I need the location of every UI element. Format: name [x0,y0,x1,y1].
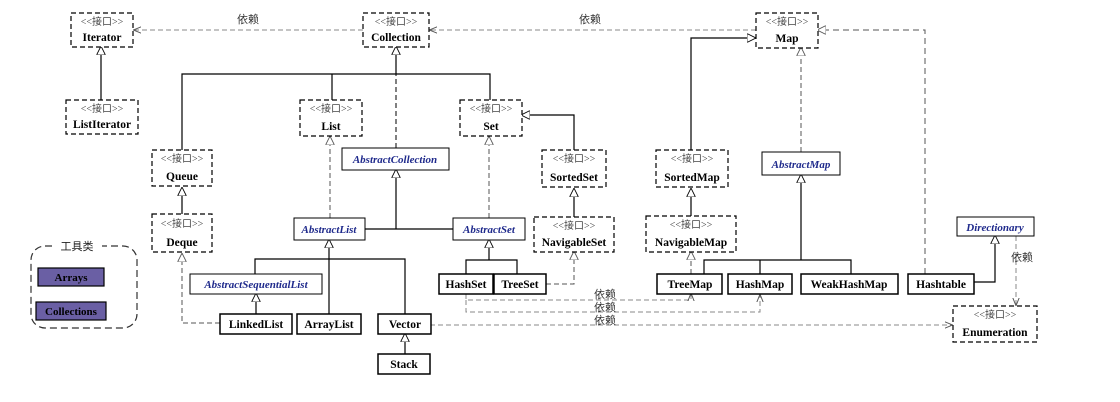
tool-label: Collections [45,306,98,318]
node-abstract-sequential-list[interactable]: AbstractSequentialList [189,273,323,295]
node-label: List [321,121,340,133]
node-label: Queue [166,171,198,183]
node-queue[interactable]: <<接口>> Queue [151,149,213,187]
node-label: AbstractSet [462,224,516,236]
node-label: WeakHashMap [811,279,888,291]
tool-collections[interactable]: Collections [35,301,107,321]
node-label: SortedSet [550,172,598,184]
node-enumeration[interactable]: <<接口>> Enumeration [952,305,1038,343]
node-hashtable[interactable]: Hashtable [907,273,975,295]
node-label: Collection [371,32,421,44]
stereotype-text: <<接口>> [766,15,809,28]
node-dictionary[interactable]: Directionary [956,216,1035,237]
stereotype-text: <<接口>> [375,15,418,28]
edges [101,30,1016,354]
node-collection[interactable]: <<接口>> Collection [362,12,430,48]
stereotype-text: <<接口>> [161,217,204,230]
stereotype-text: <<接口>> [310,102,353,115]
node-array-list[interactable]: ArrayList [296,313,362,335]
node-stack[interactable]: Stack [377,353,431,375]
node-label: ListIterator [73,119,131,131]
node-label: Deque [166,237,197,249]
node-iterator[interactable]: <<接口>> Iterator [70,12,134,48]
node-label: LinkedList [229,319,283,331]
stereotype-text: <<接口>> [553,152,596,165]
tools-title: 工具类 [61,239,94,253]
node-label: Stack [390,359,418,371]
stereotype-text: <<接口>> [670,218,713,231]
node-label: TreeMap [668,279,713,291]
node-label: TreeSet [501,279,538,291]
dep-label-map: 依赖 [579,13,601,26]
node-label: ArrayList [304,319,353,331]
tool-arrays[interactable]: Arrays [37,267,105,287]
node-label: AbstractCollection [352,154,437,166]
node-label: HashMap [736,279,785,291]
node-label: NavigableSet [542,237,607,249]
node-label: AbstractSequentialList [203,279,308,291]
node-abstract-collection[interactable]: AbstractCollection [341,147,450,171]
node-label: Map [776,33,799,45]
dep-label-iterator: 依赖 [237,13,259,26]
node-label: Enumeration [962,327,1028,339]
node-set[interactable]: <<接口>> Set [459,99,523,137]
node-navigable-map[interactable]: <<接口>> NavigableMap [645,215,737,253]
node-label: Directionary [965,222,1024,234]
node-linked-list[interactable]: LinkedList [219,313,293,335]
stereotype-text: <<接口>> [974,308,1017,321]
node-label: Set [483,121,499,133]
node-hash-set[interactable]: HashSet [438,273,494,295]
node-vector[interactable]: Vector [377,313,432,335]
node-tree-set[interactable]: TreeSet [493,273,547,295]
node-label: NavigableMap [655,237,727,249]
node-list-iterator[interactable]: <<接口>> ListIterator [65,99,139,135]
tool-label: Arrays [55,272,89,284]
dependency-labels: 依赖 依赖 依赖 依赖 依赖 依赖 [237,13,1033,327]
tools-section: 工具类 Arrays Collections [30,239,138,329]
node-map[interactable]: <<接口>> Map [755,12,819,49]
stereotype-text: <<接口>> [81,102,124,115]
node-sorted-set[interactable]: <<接口>> SortedSet [541,149,607,188]
dep-label-enumeration: 依赖 [594,314,616,327]
node-label: Vector [389,319,421,331]
node-label: AbstractList [300,224,357,236]
node-deque[interactable]: <<接口>> Deque [151,213,213,253]
dep-label-hashmap: 依赖 [594,301,616,314]
node-abstract-set[interactable]: AbstractSet [452,217,526,241]
node-list[interactable]: <<接口>> List [299,99,363,137]
stereotype-text: <<接口>> [671,152,714,165]
node-label: SortedMap [664,172,720,184]
node-sorted-map[interactable]: <<接口>> SortedMap [655,149,729,188]
dep-label-dictionary: 依赖 [1011,251,1033,264]
node-tree-map[interactable]: TreeMap [656,273,723,295]
node-label: Iterator [83,32,122,44]
node-weak-hash-map[interactable]: WeakHashMap [800,273,899,295]
class-nodes: HashSet TreeSet LinkedList ArrayList Vec… [219,273,975,375]
stereotype-text: <<接口>> [553,219,596,232]
node-label: AbstractMap [771,159,831,171]
node-label: HashSet [446,279,487,291]
node-navigable-set[interactable]: <<接口>> NavigableSet [533,216,615,253]
stereotype-text: <<接口>> [81,15,124,28]
node-hash-map[interactable]: HashMap [727,273,793,295]
stereotype-text: <<接口>> [161,152,204,165]
abstract-nodes: AbstractCollection AbstractList Abstract… [189,147,1035,295]
interface-nodes: <<接口>> Iterator <<接口>> ListIterator <<接口… [65,12,1038,343]
node-label: Hashtable [916,279,966,291]
node-abstract-list[interactable]: AbstractList [293,217,366,241]
node-abstract-map[interactable]: AbstractMap [761,151,841,176]
dep-label-treemap: 依赖 [594,288,616,301]
stereotype-text: <<接口>> [470,102,513,115]
